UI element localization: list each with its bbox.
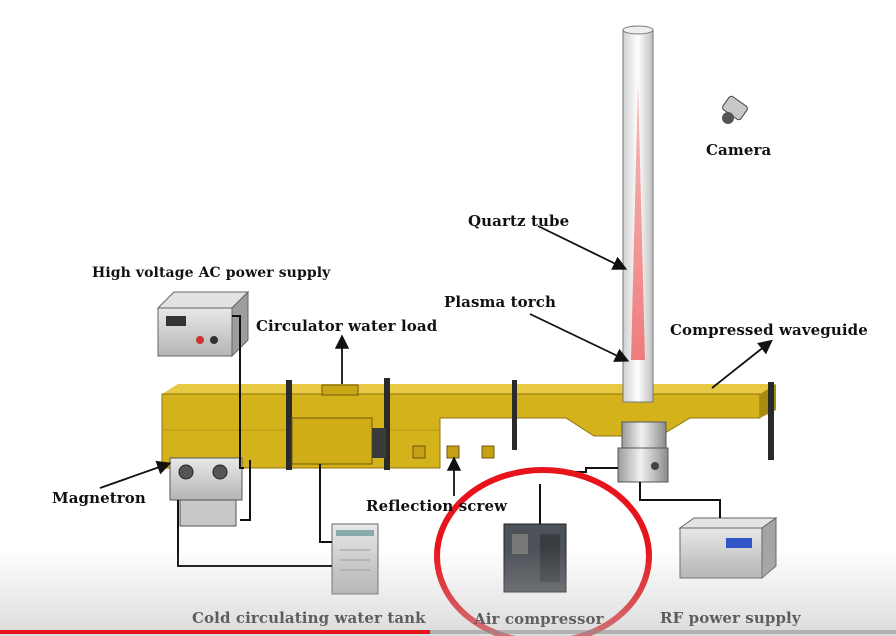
label-camera: Camera <box>706 141 772 159</box>
circulator <box>291 384 386 465</box>
label-hv-power-supply: High voltage AC power supply <box>92 265 331 281</box>
label-plasma-torch: Plasma torch <box>444 293 557 311</box>
label-compressed-waveguide: Compressed waveguide <box>670 321 868 339</box>
label-reflection-screw: Reflection screw <box>366 497 508 515</box>
label-quartz-tube: Quartz tube <box>468 212 570 230</box>
reflection-screws <box>412 445 495 459</box>
hv-power-supply <box>156 290 250 358</box>
pointer-lines <box>99 225 773 496</box>
label-magnetron: Magnetron <box>52 489 146 507</box>
torch-base <box>617 421 669 483</box>
label-circulator: Circulator water load <box>256 317 438 335</box>
label-rf-power-supply: RF power supply <box>660 609 801 627</box>
label-cold-water-tank: Cold circulating water tank <box>192 609 426 627</box>
cold-water-tank <box>331 523 379 595</box>
magnetron <box>169 457 243 527</box>
label-air-compressor: Air compressor <box>474 610 604 628</box>
rf-power-supply <box>678 517 778 580</box>
waveguide <box>161 384 776 469</box>
air-compressor <box>503 523 567 593</box>
quartz-tube <box>622 25 654 403</box>
waveguide-flanges <box>286 378 774 470</box>
camera <box>722 95 748 124</box>
video-progress-fill <box>0 630 431 634</box>
video-progress-bar[interactable] <box>0 630 896 634</box>
